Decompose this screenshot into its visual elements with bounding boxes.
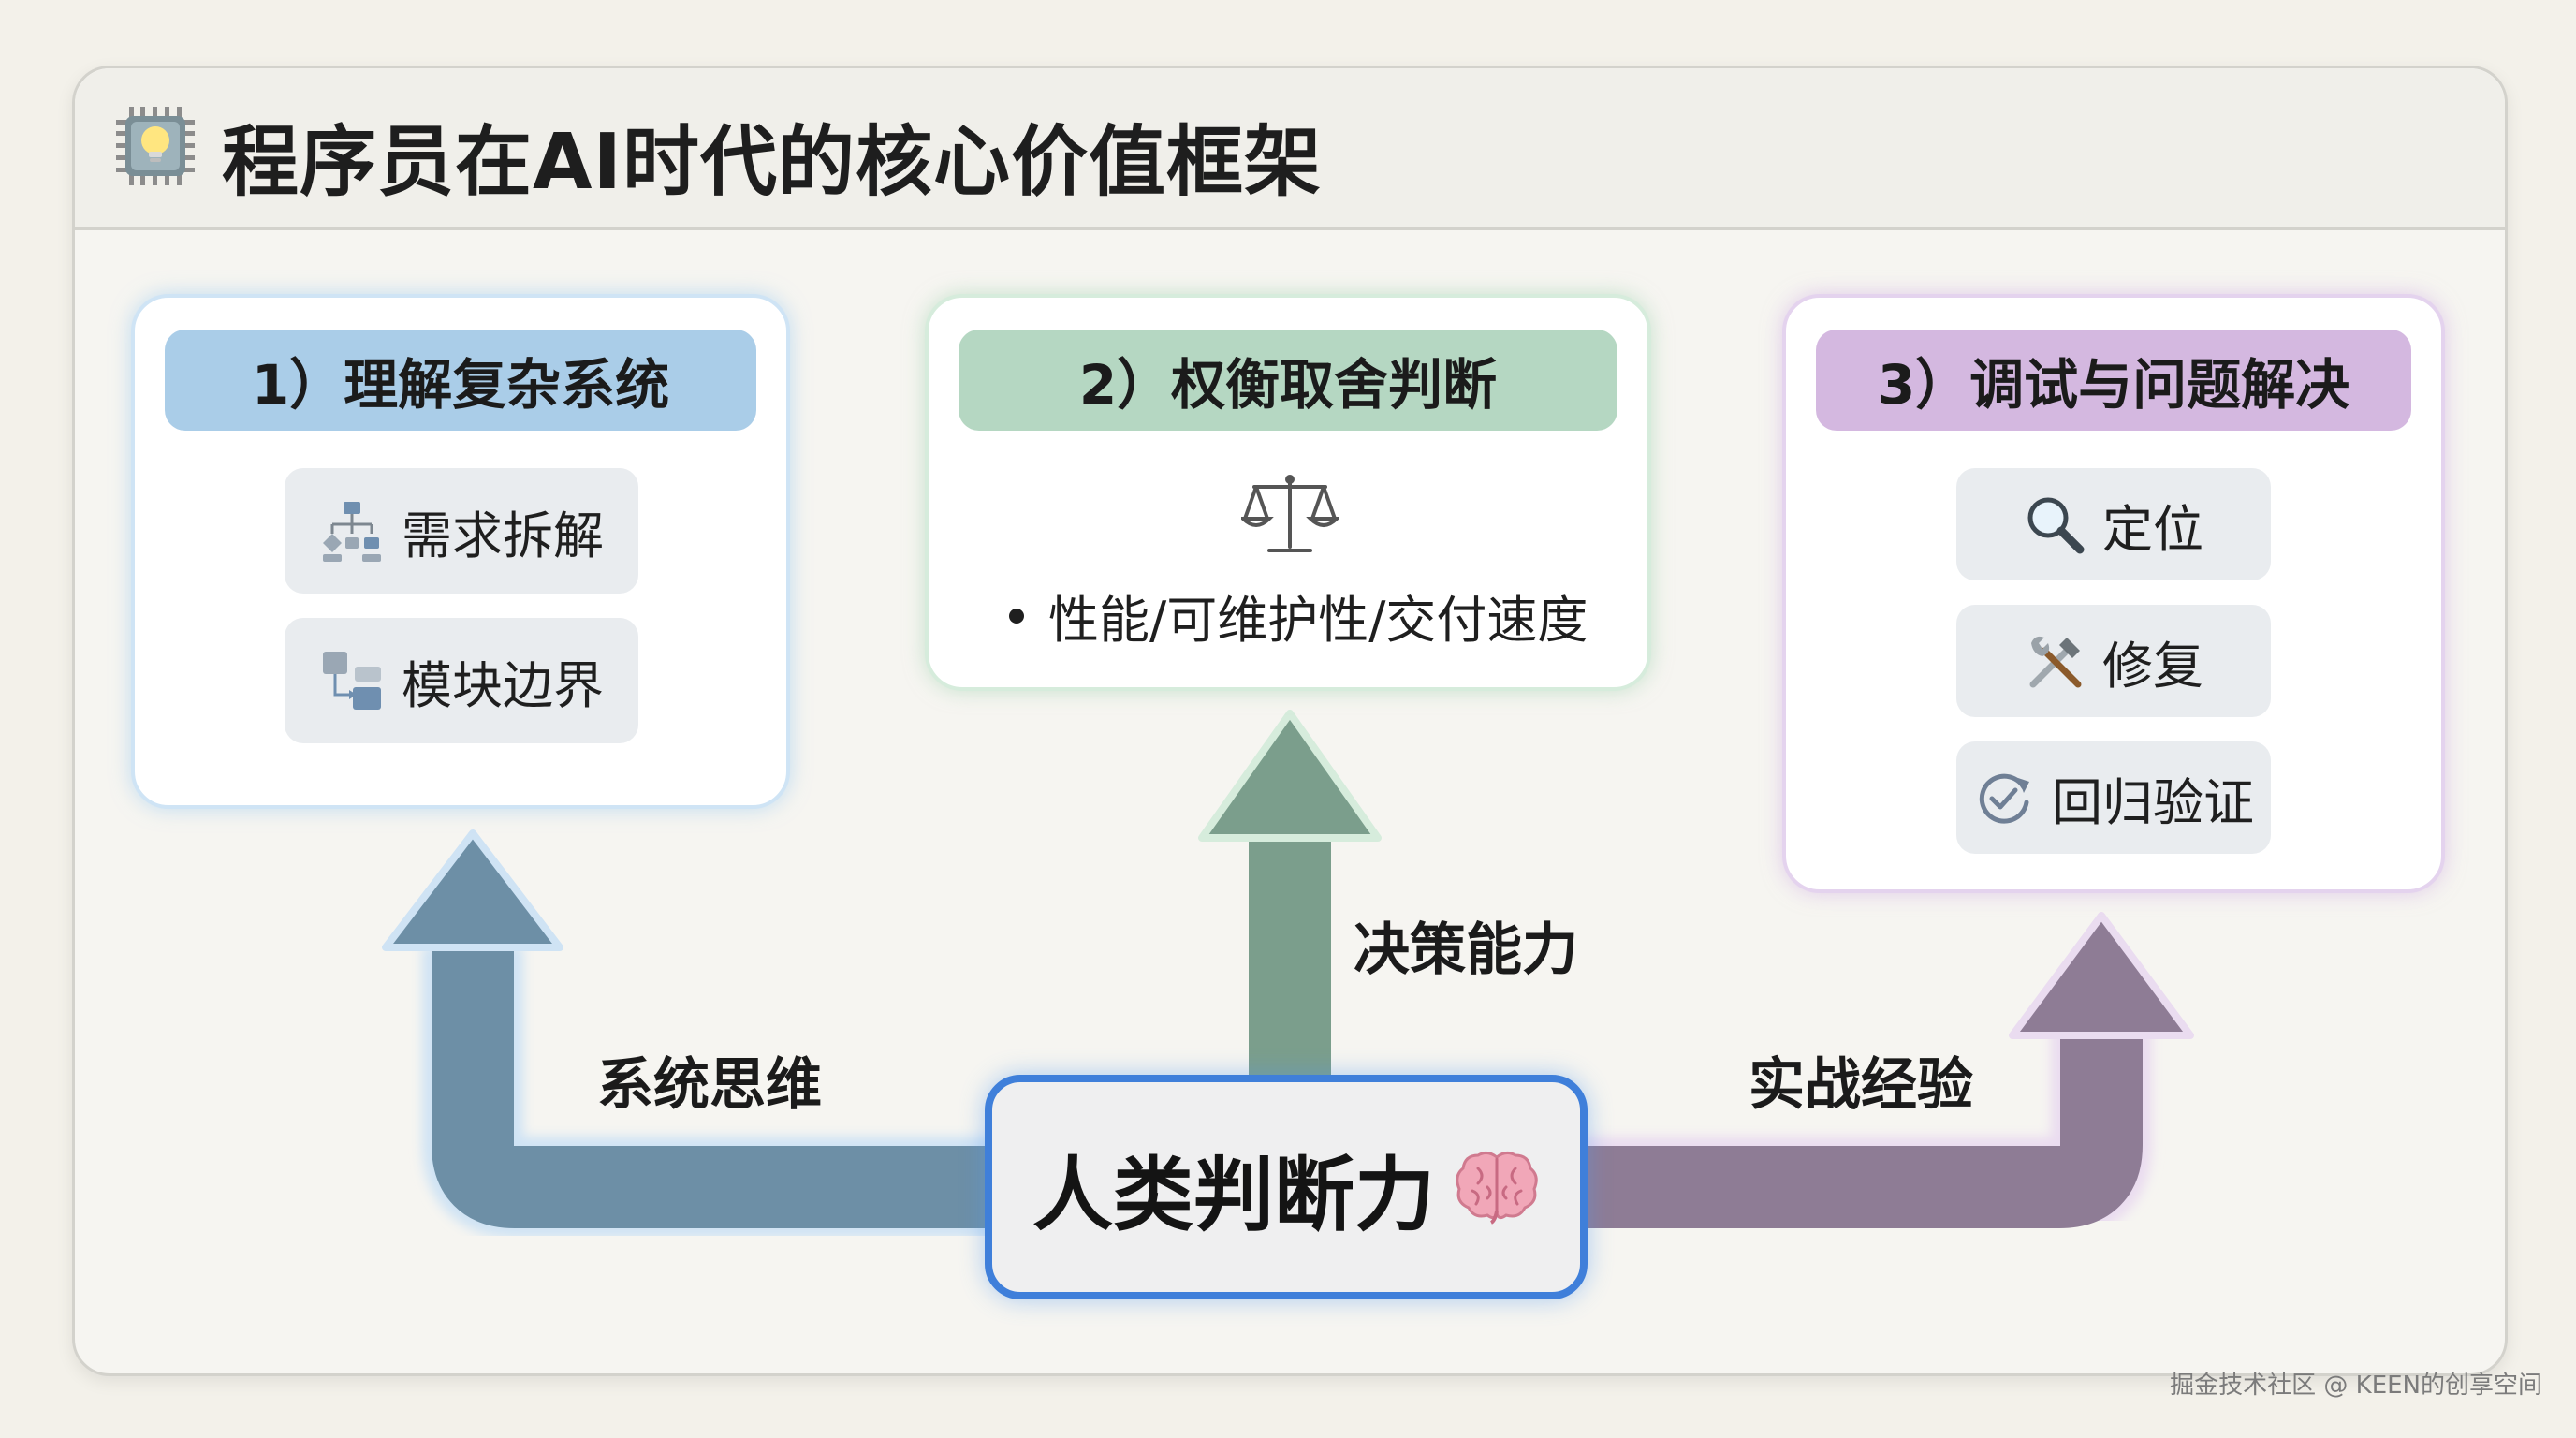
- experience-label: 实战经验: [1749, 1052, 1973, 1118]
- decision-arrow: [1198, 710, 1382, 1077]
- bullet-dot: [1009, 608, 1024, 624]
- module-boundary-label: 模块边界: [402, 655, 604, 715]
- hammer-wrench-icon: [2029, 636, 2082, 688]
- flowchart-icon: [323, 502, 381, 562]
- fix-label: 修复: [2102, 636, 2203, 696]
- tradeoff-card-title: 2）权衡取舍判断: [959, 330, 1617, 431]
- understanding-card-title: 1）理解复杂系统: [165, 330, 756, 431]
- system-thinking-label: 系统思维: [597, 1052, 822, 1118]
- human-judgment-node: 人类判断力: [985, 1075, 1588, 1299]
- locate-label: 定位: [2102, 499, 2203, 559]
- fix-item: 修复: [1956, 605, 2271, 717]
- tradeoff-card: 2）权衡取舍判断 性能/可维护性/交付速度: [925, 294, 1651, 691]
- human-judgment-label: 人类判断力: [1032, 1148, 1435, 1242]
- module-boundary-item: 模块边界: [285, 618, 638, 743]
- locate-item: 定位: [1956, 468, 2271, 580]
- tradeoff-bullet-text: 性能/可维护性/交付速度: [1048, 591, 1588, 650]
- requirement-breakdown-item: 需求拆解: [285, 468, 638, 594]
- regression-test-item: 回归验证: [1956, 741, 2271, 854]
- system-thinking-arrow: [382, 829, 992, 1238]
- chip-lightbulb-icon: [116, 107, 195, 185]
- understanding-card: 1）理解复杂系统 需求拆解 模块边界: [131, 294, 790, 809]
- debugging-card: 3）调试与问题解决 定位 修复 回归验证: [1782, 294, 2445, 893]
- brain-icon: [1456, 1151, 1538, 1225]
- debugging-card-title: 3）调试与问题解决: [1816, 330, 2411, 431]
- page-title: 程序员在AI时代的核心价值框架: [222, 118, 1322, 207]
- experience-arrow: [1582, 912, 2194, 1238]
- magnifier-icon: [2027, 497, 2085, 554]
- module-blocks-icon: [323, 652, 381, 710]
- balance-scale-icon: [1241, 475, 1339, 552]
- tradeoff-bullet: 性能/可维护性/交付速度: [1009, 579, 1588, 653]
- regression-test-label: 回归验证: [2052, 772, 2254, 832]
- requirement-breakdown-label: 需求拆解: [402, 506, 604, 565]
- decision-label: 决策能力: [1354, 917, 1578, 983]
- watermark: 掘金技术社区 @ KEEN的创享空间: [2170, 1372, 2542, 1400]
- refresh-check-icon: [1979, 773, 2029, 824]
- title-bar: [75, 68, 2505, 230]
